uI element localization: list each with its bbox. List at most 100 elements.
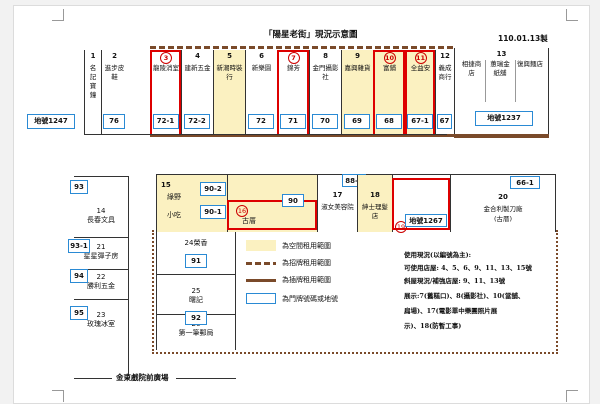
shop-18: 18 紳士理髮店 xyxy=(357,175,392,232)
shop-17-name: 淑女美容院 xyxy=(321,203,354,211)
top-row-baseline xyxy=(84,134,447,135)
shop-7-number: 7 xyxy=(278,52,309,64)
legend-solid-swatch xyxy=(246,279,276,282)
shop-10-number: 10 xyxy=(374,52,405,64)
shop-18-number: 18 xyxy=(370,191,380,199)
plate-72-1: 72-1 xyxy=(152,114,179,129)
shop-17-number: 17 xyxy=(332,191,343,199)
shop-13-block: 13 相捷商店 蕙瑞金紙舖 復興麵店 地號1237 xyxy=(454,48,549,134)
signage-dashed-outline xyxy=(152,230,558,354)
note-line-5: 扁場)、17(電影單中樂團照片展 xyxy=(404,307,498,315)
shop-15-name1: 綠野 xyxy=(167,193,181,201)
shop-14-number: 14 xyxy=(96,207,106,215)
plate-95: 95 xyxy=(70,306,88,320)
shop-11-name: 全益安 xyxy=(410,64,431,72)
shop-13-name-1: 相捷商店 xyxy=(461,60,482,77)
shop-25: 25 曙記 xyxy=(157,287,235,305)
shop-11-number: 11 xyxy=(406,52,435,64)
left-column-block: 14 長春文具 21 星星彈子房 22 勝利五金 23 玫瑰冰室 xyxy=(74,176,129,376)
diagram-title: 「陽星老街」現況示意圖 xyxy=(264,30,358,40)
note-line-2: 可使用店屋: 4、5、6、9、11、13、15號 xyxy=(404,264,532,272)
shop-6-number: 6 xyxy=(259,52,264,60)
legend-blue-swatch xyxy=(246,293,276,304)
shop-3-name: 龍陵消室 xyxy=(153,64,179,72)
shop-25-number: 25 xyxy=(191,287,201,295)
top-row-dash-sign xyxy=(150,46,454,49)
shop-4-number: 4 xyxy=(195,52,200,60)
plate-68: 68 xyxy=(376,114,402,129)
shop-21: 21 星星彈子房 xyxy=(74,243,128,261)
shop-3-number-circle: 3 xyxy=(160,52,172,64)
shop-3-number: 3 xyxy=(151,52,181,64)
shop-9-number: 9 xyxy=(355,52,360,60)
note-line-1: 使用現況(以編號為主): xyxy=(404,251,472,259)
divider xyxy=(74,237,129,238)
crop-mark xyxy=(566,9,578,21)
note-line-6: 示)、18(防暫工事) xyxy=(404,322,462,330)
shop-7-name: 錦芳 xyxy=(287,64,300,72)
plate-91: 91 xyxy=(185,254,207,268)
plate-76: 76 xyxy=(103,114,125,129)
shop-7-number-circle: 7 xyxy=(287,52,300,64)
shop-23: 23 玫瑰冰室 xyxy=(74,311,128,329)
shop-16-label: 16 xyxy=(236,205,248,217)
plate-94: 94 xyxy=(70,269,88,283)
shop-15-number: 15 xyxy=(161,181,171,189)
shop-21-name: 星星彈子房 xyxy=(83,252,119,260)
shop-6-name: 新樂園 xyxy=(251,64,272,72)
top-row-solid-sign xyxy=(150,134,454,137)
divider xyxy=(515,60,516,102)
shop-1-number: 1 xyxy=(90,52,96,60)
shop-10-number-circle: 10 xyxy=(383,52,396,64)
shop-24-name: 榮香 xyxy=(193,239,208,247)
plate-93: 93 xyxy=(70,180,88,194)
plaza-line-right xyxy=(176,378,236,379)
shop-17: 17 淑女美容院 xyxy=(317,175,357,232)
shop-5-number: 5 xyxy=(227,52,232,60)
plate-90-1: 90-1 xyxy=(200,205,226,219)
shop-10-name: 富鋪 xyxy=(383,64,396,72)
shop-16-redbox xyxy=(227,200,317,230)
shop-4-name: 建新五金 xyxy=(184,64,211,72)
plate-72: 72 xyxy=(248,114,274,129)
shop-11-number-circle: 11 xyxy=(414,52,427,64)
crop-mark xyxy=(566,390,578,402)
shop-20: 20 金合利製刀廠 (古厝) xyxy=(450,175,555,232)
shop-23-number: 23 xyxy=(96,311,106,319)
shop-15-name2: 小吃 xyxy=(167,211,181,219)
shop-13-name-3: 復興麵店 xyxy=(517,60,543,68)
shop-19-number: 19 xyxy=(395,221,407,233)
plate-90-2: 90-2 xyxy=(200,182,226,196)
plaza-line-left xyxy=(74,378,112,379)
shop-2-number: 2 xyxy=(112,52,117,60)
plate-67-1: 67-1 xyxy=(407,114,433,129)
shop-9-name: 嘉興雜貨 xyxy=(344,64,371,72)
shop-8-number: 8 xyxy=(323,52,328,60)
divider xyxy=(74,299,129,300)
plate-66-1: 66-1 xyxy=(510,176,540,189)
shop-8-name: 金門攝影社 xyxy=(312,64,339,81)
shop-25-name: 曙記 xyxy=(189,296,203,304)
shop-22: 22 勝利五金 xyxy=(74,273,128,291)
shop-20-number: 20 xyxy=(498,193,508,201)
legend-blue-text: 為門牌號碼或地號 xyxy=(282,295,338,303)
shop-22-number: 22 xyxy=(96,273,106,281)
plate-land-1237: 地號1237 xyxy=(475,111,533,126)
shop-16-name: 古厝 xyxy=(242,217,256,225)
shop-12-number: 12 xyxy=(440,52,450,60)
note-line-4: 展示:7(舊糕口)、8(攝影社)、10(當舖、 xyxy=(404,292,525,300)
legend-dash-text: 為招牌租用範圍 xyxy=(282,259,331,267)
shop-13-solid-sign xyxy=(454,134,549,138)
crop-mark xyxy=(52,9,64,21)
divider xyxy=(485,60,486,102)
plate-67: 67 xyxy=(437,114,452,129)
legend-solid-text: 為插牌租用範圍 xyxy=(282,276,331,284)
plate-land-1267: 地號1267 xyxy=(405,214,447,227)
shop-19-redbox xyxy=(392,178,450,230)
legend-yellow-text: 為空間租用範圍 xyxy=(282,242,331,250)
diagram-date: 110.01.13製 xyxy=(498,34,548,43)
shop-14: 14 長春文具 xyxy=(74,207,128,225)
